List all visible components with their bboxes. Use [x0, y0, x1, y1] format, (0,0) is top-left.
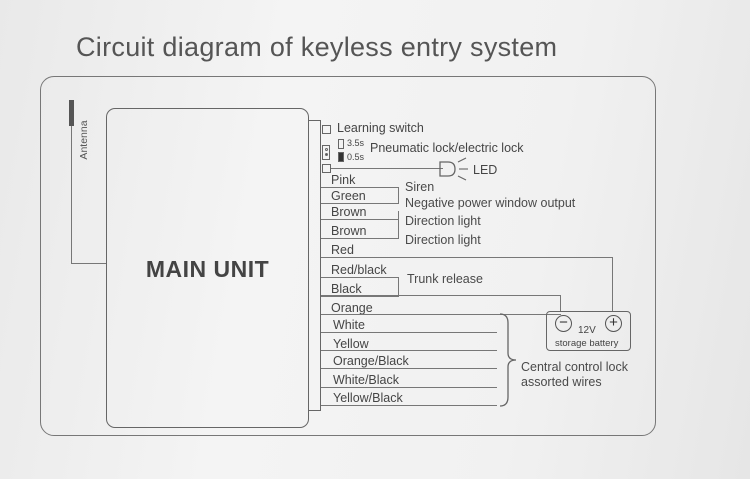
led-connector-square: [322, 164, 331, 173]
time-0-5s-label: 0.5s: [347, 152, 365, 162]
storage-battery: − + 12V storage battery: [546, 311, 631, 351]
wire-label-white: White: [333, 318, 365, 332]
wire-label-red: Red: [331, 243, 354, 257]
antenna-wire: [71, 100, 107, 264]
trunk-release-label: Trunk release: [407, 272, 483, 286]
battery-minus-terminal: −: [555, 315, 572, 332]
battery-label: storage battery: [555, 338, 619, 349]
wire-label-yellow: Yellow: [333, 337, 369, 351]
selector-dot-top: [324, 148, 328, 151]
wire-line-red-black: [321, 277, 399, 279]
wire-line-white-black: [321, 387, 497, 389]
pneumatic-lock-label: Pneumatic lock/electric lock: [370, 141, 524, 155]
siren-label: Siren: [405, 180, 435, 194]
wire-label-pink: Pink: [331, 173, 356, 187]
selector-dot-bottom: [324, 153, 328, 156]
battery-voltage: 12V: [578, 325, 596, 336]
battery-plus-terminal: +: [605, 315, 622, 332]
central-lock-label-1: Central control lock: [521, 360, 628, 374]
direction-light-label-1: Direction light: [405, 214, 481, 228]
wire-line-green: [321, 203, 399, 205]
wire-black-drop: [560, 295, 562, 312]
direction-bracket: [398, 211, 400, 238]
wire-line-brown-2: [321, 238, 399, 240]
learning-switch-label: Learning switch: [337, 121, 424, 135]
wire-line-yellow-black: [321, 405, 497, 407]
wire-label-orange: Orange: [331, 301, 373, 315]
wire-line-yellow: [321, 350, 497, 352]
siren-bracket: [398, 187, 400, 203]
wire-line-red: [321, 257, 613, 259]
led-icon: [439, 157, 468, 181]
wire-line-black: [321, 296, 399, 298]
learning-switch-square: [322, 125, 331, 134]
direction-light-label-2: Direction light: [405, 233, 481, 247]
wire-line-pink: [321, 187, 399, 189]
wire-label-white-black: White/Black: [333, 373, 399, 387]
main-unit-box: MAIN UNIT: [106, 108, 309, 428]
antenna-tip: [69, 100, 74, 126]
wire-line-white: [321, 332, 497, 334]
wire-label-yellow-black: Yellow/Black: [333, 391, 403, 405]
diagram-title: Circuit diagram of keyless entry system: [76, 32, 558, 62]
trunk-bracket: [398, 277, 400, 296]
wire-label-black: Black: [331, 282, 362, 296]
wire-line-orange: [321, 314, 561, 316]
central-lock-brace: [499, 313, 517, 407]
antenna-label: Antenna: [78, 120, 90, 160]
main-unit-label: MAIN UNIT: [145, 256, 270, 282]
wire-label-green: Green: [331, 189, 366, 203]
wire-line-brown-1: [321, 219, 399, 221]
diagram-frame: [40, 76, 656, 436]
window-output-label: Negative power window output: [405, 196, 576, 210]
wire-label-brown-1: Brown: [331, 205, 367, 219]
wire-black-to-battery: [321, 295, 561, 297]
wire-red-to-battery: [612, 257, 614, 312]
led-label: LED: [473, 163, 498, 177]
pneumatic-selector-box: [322, 145, 330, 160]
jumper-3-5s-icon: [338, 139, 344, 149]
time-3-5s-label: 3.5s: [347, 138, 365, 148]
central-lock-label-2: assorted wires: [521, 375, 602, 389]
wire-label-brown-2: Brown: [331, 224, 367, 238]
wire-label-red-black: Red/black: [331, 263, 387, 277]
wire-line-orange-black: [321, 368, 497, 370]
wire-connector-block: [308, 120, 321, 411]
wire-label-orange-black: Orange/Black: [333, 354, 409, 368]
led-wire: [331, 168, 443, 170]
jumper-0-5s-icon: [338, 152, 344, 162]
